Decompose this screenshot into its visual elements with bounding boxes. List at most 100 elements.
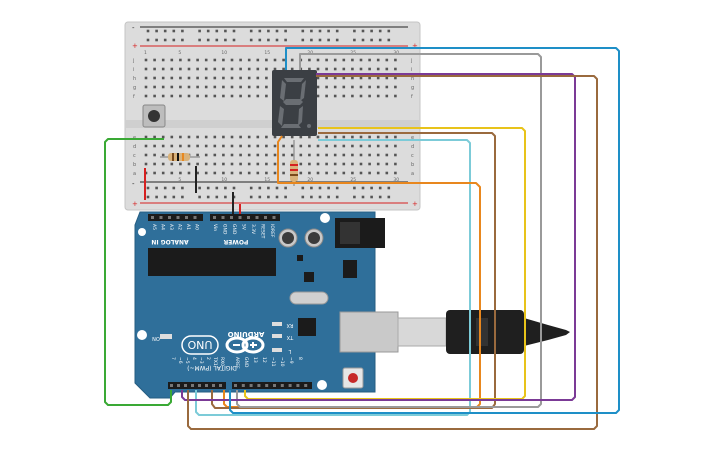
power-header[interactable] <box>210 214 280 221</box>
breadboard-hole[interactable] <box>316 67 320 71</box>
breadboard-hole[interactable] <box>196 58 199 62</box>
breadboard-hole[interactable] <box>215 186 219 190</box>
breadboard-hole[interactable] <box>161 153 165 157</box>
breadboard-hole[interactable] <box>359 85 363 89</box>
breadboard-hole[interactable] <box>247 171 251 175</box>
breadboard-hole[interactable] <box>230 85 234 89</box>
breadboard-hole[interactable] <box>316 85 320 89</box>
breadboard-hole[interactable] <box>198 29 201 33</box>
breadboard-hole[interactable] <box>308 135 311 139</box>
breadboard-hole[interactable] <box>170 171 174 175</box>
breadboard-hole[interactable] <box>385 58 389 62</box>
analog-header[interactable] <box>148 214 203 221</box>
breadboard-hole[interactable] <box>222 94 225 98</box>
header-pin[interactable] <box>212 384 215 387</box>
breadboard-hole[interactable] <box>359 135 363 139</box>
breadboard-hole[interactable] <box>213 162 217 166</box>
breadboard-hole[interactable] <box>172 195 176 199</box>
breadboard-hole[interactable] <box>265 135 268 139</box>
breadboard-hole[interactable] <box>376 135 380 139</box>
breadboard-hole[interactable] <box>247 58 251 62</box>
breadboard-hole[interactable] <box>394 135 397 139</box>
breadboard-hole[interactable] <box>316 153 320 157</box>
breadboard-hole[interactable] <box>376 85 380 89</box>
breadboard-hole[interactable] <box>368 58 371 62</box>
breadboard-hole[interactable] <box>335 186 339 190</box>
breadboard-hole[interactable] <box>256 153 260 157</box>
breadboard-hole[interactable] <box>204 58 208 62</box>
breadboard-hole[interactable] <box>249 195 253 199</box>
breadboard-hole[interactable] <box>387 29 391 33</box>
breadboard-hole[interactable] <box>163 195 167 199</box>
breadboard-hole[interactable] <box>230 76 234 80</box>
breadboard-hole[interactable] <box>196 135 199 139</box>
breadboard-hole[interactable] <box>256 85 260 89</box>
breadboard-hole[interactable] <box>161 67 165 71</box>
breadboard-hole[interactable] <box>325 94 328 98</box>
breadboard-hole[interactable] <box>301 38 305 42</box>
breadboard-hole[interactable] <box>308 171 311 175</box>
breadboard-hole[interactable] <box>179 135 182 139</box>
breadboard-hole[interactable] <box>290 135 294 139</box>
breadboard-hole[interactable] <box>351 76 354 80</box>
breadboard-hole[interactable] <box>222 67 225 71</box>
header-pin[interactable] <box>177 384 180 387</box>
breadboard-hole[interactable] <box>247 153 251 157</box>
breadboard-hole[interactable] <box>187 85 191 89</box>
wire-purple[interactable] <box>181 73 576 401</box>
breadboard-hole[interactable] <box>359 67 363 71</box>
breadboard-hole[interactable] <box>333 94 337 98</box>
breadboard-hole[interactable] <box>378 186 382 190</box>
breadboard-hole[interactable] <box>318 195 322 199</box>
breadboard-hole[interactable] <box>222 162 225 166</box>
breadboard-hole[interactable] <box>230 171 234 175</box>
breadboard-hole[interactable] <box>316 162 320 166</box>
seven-segment-display[interactable]: 8 <box>272 69 317 136</box>
breadboard-hole[interactable] <box>170 162 174 166</box>
breadboard-hole[interactable] <box>368 135 371 139</box>
header-pin[interactable] <box>159 216 163 219</box>
breadboard-hole[interactable] <box>333 67 337 71</box>
breadboard-hole[interactable] <box>153 76 156 80</box>
header-pin[interactable] <box>221 216 225 219</box>
breadboard-hole[interactable] <box>370 38 373 42</box>
breadboard-hole[interactable] <box>368 67 371 71</box>
breadboard-hole[interactable] <box>342 94 346 98</box>
breadboard-hole[interactable] <box>155 38 158 42</box>
breadboard-hole[interactable] <box>161 76 165 80</box>
breadboard-hole[interactable] <box>230 58 234 62</box>
breadboard-hole[interactable] <box>310 186 313 190</box>
breadboard-hole[interactable] <box>239 76 242 80</box>
breadboard-hole[interactable] <box>387 195 391 199</box>
breadboard-hole[interactable] <box>387 38 391 42</box>
breadboard-hole[interactable] <box>187 135 191 139</box>
breadboard-hole[interactable] <box>161 85 165 89</box>
breadboard-hole[interactable] <box>181 186 184 190</box>
breadboard-hole[interactable] <box>161 144 165 148</box>
breadboard-hole[interactable] <box>299 171 303 175</box>
breadboard-hole[interactable] <box>222 153 225 157</box>
breadboard-hole[interactable] <box>213 135 217 139</box>
breadboard-hole[interactable] <box>204 153 208 157</box>
breadboard-hole[interactable] <box>146 186 150 190</box>
header-pin[interactable] <box>264 216 267 219</box>
usb-b-port[interactable] <box>339 311 399 353</box>
breadboard-hole[interactable] <box>213 58 217 62</box>
breadboard-hole[interactable] <box>310 29 313 33</box>
breadboard-hole[interactable] <box>265 94 268 98</box>
breadboard-hole[interactable] <box>249 38 253 42</box>
breadboard-hole[interactable] <box>232 29 236 33</box>
breadboard-hole[interactable] <box>327 186 330 190</box>
breadboard-hole[interactable] <box>239 144 242 148</box>
breadboard-hole[interactable] <box>394 94 397 98</box>
breadboard-hole[interactable] <box>204 94 208 98</box>
breadboard-hole[interactable] <box>387 186 391 190</box>
breadboard-hole[interactable] <box>196 144 199 148</box>
breadboard-hole[interactable] <box>215 38 219 42</box>
breadboard-hole[interactable] <box>282 162 285 166</box>
breadboard-hole[interactable] <box>198 195 201 199</box>
breadboard-hole[interactable] <box>342 76 346 80</box>
breadboard-hole[interactable] <box>351 58 354 62</box>
breadboard-hole[interactable] <box>146 195 150 199</box>
breadboard-hole[interactable] <box>316 135 320 139</box>
